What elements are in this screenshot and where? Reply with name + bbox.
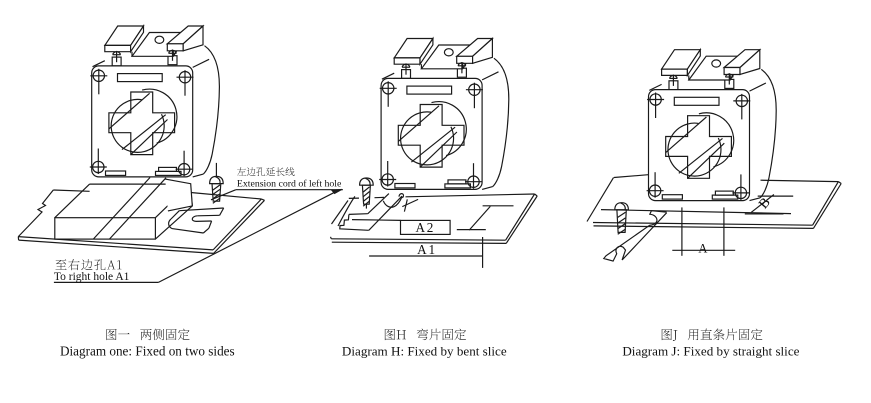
svg-text:Diagram H: Fixed by bent slice: Diagram H: Fixed by bent slice [342, 344, 507, 359]
svg-text:Extension cord of left hole: Extension cord of left hole [237, 179, 342, 190]
svg-text:Diagram one: Fixed on two side: Diagram one: Fixed on two sides [60, 344, 235, 359]
svg-text:A1: A1 [417, 242, 437, 257]
svg-text:Diagram J: Fixed by straight s: Diagram J: Fixed by straight slice [622, 344, 799, 359]
svg-text:A2: A2 [415, 220, 435, 235]
svg-text:A: A [698, 241, 707, 255]
svg-text:To right hole A1: To right hole A1 [54, 271, 130, 283]
